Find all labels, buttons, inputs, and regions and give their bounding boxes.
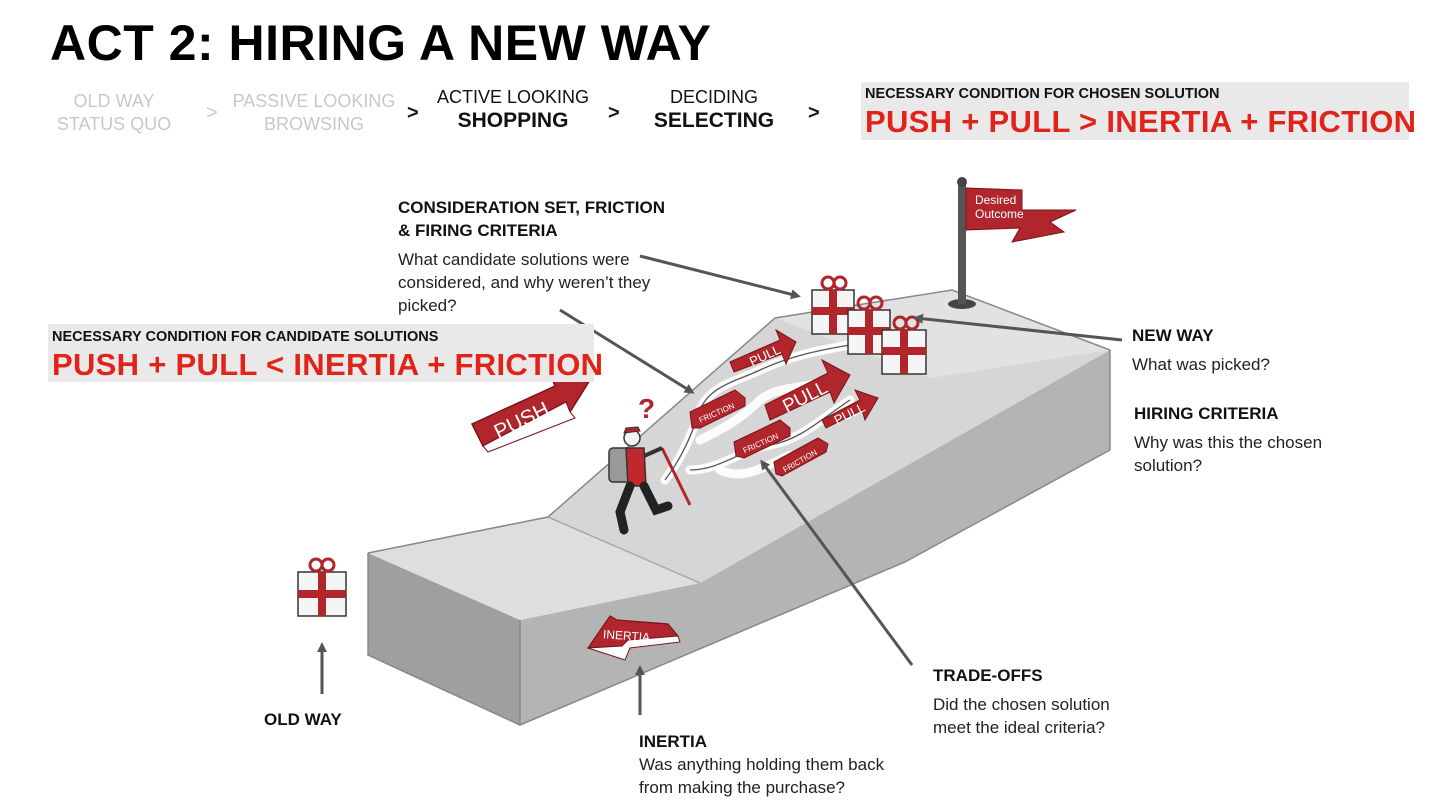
terrain-lower-plateau	[368, 517, 700, 620]
stage-active-looking: ACTIVE LOOKING SHOPPING	[413, 86, 613, 132]
stage-separator: >	[808, 102, 820, 124]
chosen-condition-equation: PUSH + PULL > INERTIA + FRICTION	[865, 104, 1417, 139]
hiring-criteria-body-1: Why was this the chosen	[1134, 433, 1323, 452]
stage-top-label: ACTIVE LOOKING	[436, 87, 590, 107]
new-way-body: What was picked?	[1132, 355, 1270, 374]
tradeoffs-heading: TRADE-OFFS	[933, 666, 1043, 685]
stage-passive-looking: PASSIVE LOOKING BROWSING	[214, 90, 414, 136]
old-way-annotation: OLD WAY	[264, 708, 414, 731]
stage-deciding: DECIDING SELECTING	[614, 86, 814, 132]
consideration-heading-1: CONSIDERATION SET, FRICTION	[398, 198, 665, 217]
friction-arrow: FRICTION	[689, 389, 746, 429]
hiring-criteria-heading: HIRING CRITERIA	[1134, 404, 1279, 423]
flag-label-line2: Outcome	[975, 207, 1024, 221]
stage-bottom-label: SHOPPING	[457, 109, 569, 132]
gift-old-way	[297, 557, 347, 617]
stage-top-label: PASSIVE LOOKING	[232, 91, 396, 111]
question-mark: ?	[638, 393, 655, 424]
consideration-body-3: picked?	[398, 296, 457, 315]
page-title: ACT 2: HIRING A NEW WAY	[50, 15, 712, 71]
inertia-body-1: Was anything holding them back	[639, 755, 885, 774]
chosen-condition-box: NECESSARY CONDITION FOR CHOSEN SOLUTION …	[861, 82, 1417, 140]
gift-new-way-3	[881, 315, 927, 375]
stage-separator: >	[206, 102, 218, 124]
tradeoffs-body-1: Did the chosen solution	[933, 695, 1110, 714]
old-way-heading: OLD WAY	[264, 710, 342, 729]
stage-bottom-label: BROWSING	[263, 114, 364, 134]
tradeoffs-body-2: meet the ideal criteria?	[933, 718, 1105, 737]
consideration-heading-2: & FIRING CRITERIA	[398, 221, 558, 240]
stage-bottom-label: STATUS QUO	[56, 114, 172, 134]
inertia-heading: INERTIA	[639, 732, 707, 751]
flag-label-line1: Desired	[975, 193, 1016, 207]
hiring-criteria-body-2: solution?	[1134, 456, 1203, 475]
stage-separator: >	[407, 102, 419, 124]
consideration-body-1: What candidate solutions were	[398, 250, 630, 269]
hiker-figure: ?	[608, 393, 692, 535]
inertia-label: INERTIA	[603, 627, 651, 644]
inertia-arrow: INERTIA	[586, 615, 681, 661]
inertia-annotation: INERTIA Was anything holding them back f…	[639, 730, 939, 799]
candidate-condition-label: NECESSARY CONDITION FOR CANDIDATE SOLUTI…	[52, 329, 439, 345]
tradeoffs-annotation: TRADE-OFFS Did the chosen solution meet …	[933, 664, 1193, 739]
candidate-condition-equation: PUSH + PULL < INERTIA + FRICTION	[52, 347, 604, 382]
terrain-left-face	[368, 553, 520, 725]
candidate-condition-box: NECESSARY CONDITION FOR CANDIDATE SOLUTI…	[48, 324, 604, 382]
inertia-body-2: from making the purchase?	[639, 778, 845, 797]
new-way-heading: NEW WAY	[1132, 326, 1214, 345]
gift-new-way-1	[811, 275, 855, 335]
stage-old-way: OLD WAY STATUS QUO	[14, 90, 214, 136]
stage-top-label: OLD WAY	[73, 91, 155, 111]
stage-top-label: DECIDING	[669, 87, 758, 107]
desired-outcome-flag: Desired Outcome	[948, 177, 1077, 309]
consideration-body-2: considered, and why weren’t they	[398, 273, 651, 292]
new-way-annotation: NEW WAY What was picked?	[1132, 324, 1382, 376]
consideration-annotation: CONSIDERATION SET, FRICTION & FIRING CRI…	[398, 196, 668, 317]
stage-bottom-label: SELECTING	[653, 109, 775, 132]
hiring-criteria-annotation: HIRING CRITERIA Why was this the chosen …	[1134, 402, 1394, 477]
chosen-condition-label: NECESSARY CONDITION FOR CHOSEN SOLUTION	[865, 86, 1220, 102]
stage-separator: >	[608, 102, 620, 124]
push-arrow: PUSH	[470, 375, 592, 453]
